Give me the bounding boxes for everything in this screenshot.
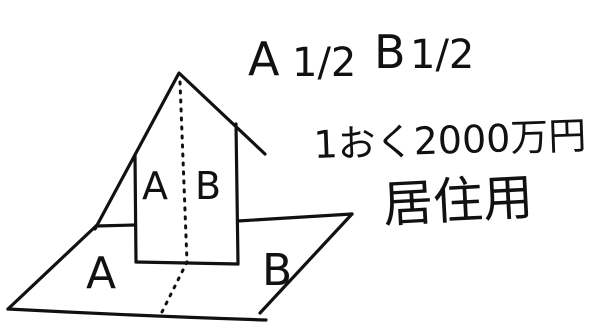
land-left-label: A [86,248,116,299]
house-left-label: A [142,164,168,208]
usage-note: 居住用 [382,168,535,234]
ownership-share-b: B 1/2 [374,25,474,79]
share-a-fraction: 1/2 [292,40,356,86]
boundary-dotted-line [160,80,189,314]
land-right-label: B [262,245,292,296]
land-parcel [6,212,354,322]
share-b-label: B [374,25,406,79]
house-right-label: B [195,164,221,208]
share-a-label: A [248,32,280,86]
price-note: 1おく2000万円 [313,113,587,166]
ownership-share-a: A 1/2 [248,32,356,86]
share-b-fraction: 1/2 [410,32,474,78]
house-outline [93,71,267,266]
